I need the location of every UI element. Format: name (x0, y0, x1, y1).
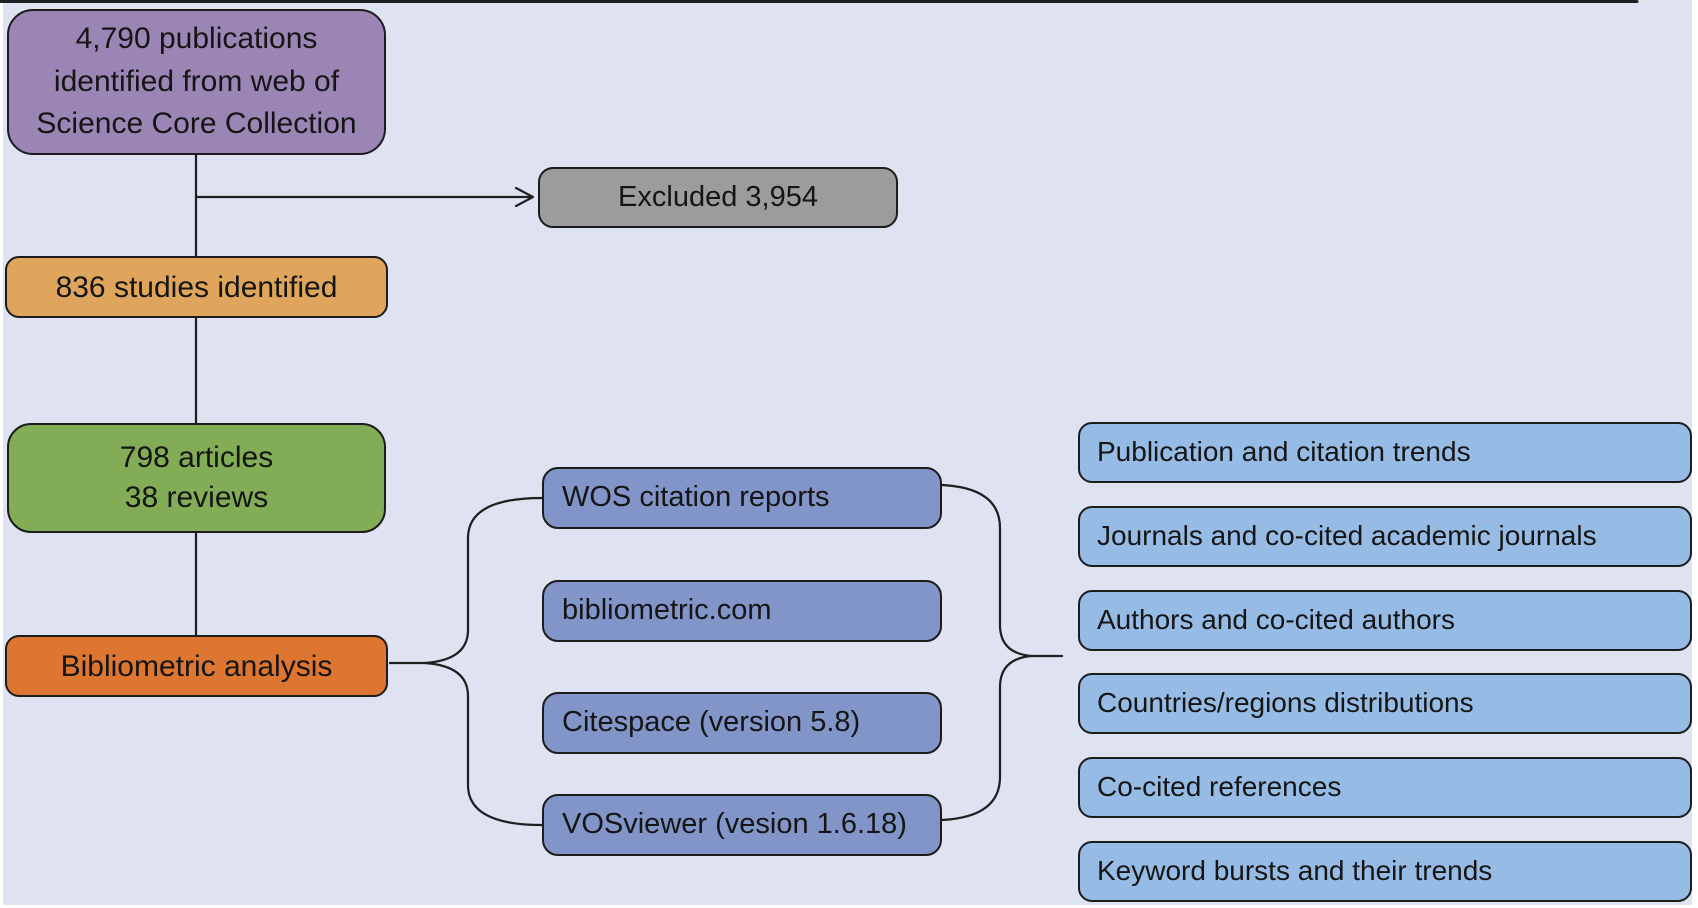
tool-label: Citespace (version 5.8) (562, 706, 861, 739)
outcome-label: Publication and citation trends (1097, 436, 1471, 468)
tool-label: bibliometric.com (562, 594, 772, 627)
tool-label: VOSviewer (vesion 1.6.18) (562, 808, 907, 841)
tool-box-vosviewer: VOSviewer (vesion 1.6.18) (542, 794, 942, 856)
outcome-label: Keyword bursts and their trends (1097, 855, 1493, 887)
outcome-box-keyword-bursts: Keyword bursts and their trends (1078, 841, 1692, 902)
tool-box-bibliometric-com: bibliometric.com (542, 580, 942, 642)
tool-box-wos-citation-reports: WOS citation reports (542, 467, 942, 529)
included-records-box: 798 articles 38 reviews (7, 423, 386, 533)
outcome-box-countries-regions: Countries/regions distributions (1078, 673, 1692, 734)
bibliometric-analysis-box: Bibliometric analysis (5, 635, 388, 697)
tool-box-citespace: Citespace (version 5.8) (542, 692, 942, 754)
outcome-label: Co-cited references (1097, 771, 1342, 803)
source-line-1: 4,790 publications (75, 22, 318, 56)
source-publications-box: 4,790 publications identified from web o… (7, 9, 386, 155)
analysis-label: Bibliometric analysis (60, 649, 333, 683)
outcome-label: Countries/regions distributions (1097, 687, 1474, 719)
studies-label: 836 studies identified (55, 270, 338, 304)
included-articles-label: 798 articles (119, 440, 274, 474)
source-line-2: identified from web of (53, 64, 340, 98)
outcome-box-publication-citation-trends: Publication and citation trends (1078, 422, 1692, 483)
outcome-label: Authors and co-cited authors (1097, 604, 1455, 636)
tool-label: WOS citation reports (562, 481, 830, 514)
source-line-3: Science Core Collection (36, 107, 357, 141)
outcome-box-cocited-references: Co-cited references (1078, 757, 1692, 818)
outcome-label: Journals and co-cited academic journals (1097, 520, 1597, 552)
studies-identified-box: 836 studies identified (5, 256, 388, 318)
outcome-box-authors: Authors and co-cited authors (1078, 590, 1692, 651)
included-reviews-label: 38 reviews (124, 481, 269, 514)
outcome-box-journals: Journals and co-cited academic journals (1078, 506, 1692, 567)
excluded-records-box: Excluded 3,954 (538, 167, 898, 228)
excluded-label: Excluded 3,954 (618, 180, 818, 213)
